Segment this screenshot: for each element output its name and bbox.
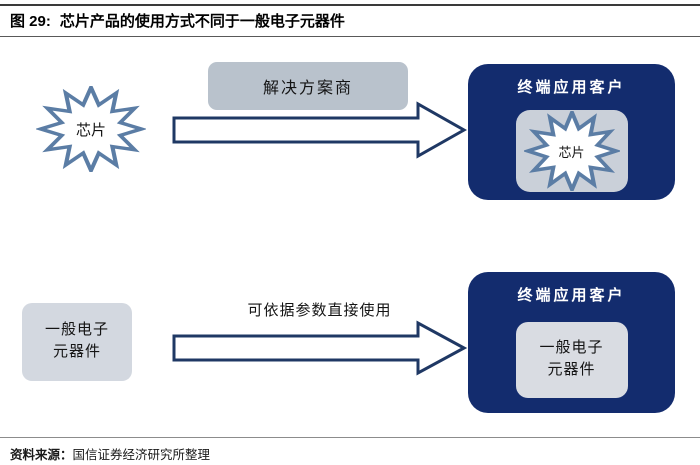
bottom-flow-arrow: [172, 320, 467, 376]
right-arrow-icon: [172, 101, 467, 159]
customer-inner-panel-bottom: 一般电子 元器件: [515, 322, 628, 398]
top-flow-arrow: [172, 100, 467, 160]
customer-inner-panel-top: 芯片: [515, 110, 628, 192]
general-component-box: 一般电子 元器件: [22, 303, 132, 381]
figure-number-label: 图 29:: [10, 13, 51, 30]
starburst-shape: [523, 111, 620, 191]
end-customer-title-bottom: 终端应用客户: [517, 288, 626, 304]
chip-label: 芯片: [75, 122, 106, 139]
figure-title: 图 29: 芯片产品的使用方式不同于一般电子元器件: [10, 10, 345, 31]
end-customer-title-top: 终端应用客户: [517, 80, 626, 96]
customer-inner-line1: 一般电子: [539, 340, 604, 357]
starburst-shape: [36, 86, 146, 172]
source-note: 资料来源：国信证券经济研究所整理: [10, 444, 210, 463]
general-component-line1: 一般电子: [44, 322, 109, 339]
end-customer-box-bottom: 终端应用客户 一般电子 元器件: [468, 272, 675, 413]
bottom-arrow-label: 可依据参数直接使用: [247, 303, 392, 319]
source-text: 国信证券经济研究所整理: [72, 448, 211, 462]
top-rule: [0, 4, 700, 6]
right-arrow-icon: [172, 320, 467, 376]
chip-label-inner: 芯片: [558, 144, 585, 160]
end-customer-box-top: 终端应用客户 芯片: [468, 64, 675, 200]
source-label: 资料来源：: [10, 448, 73, 462]
customer-inner-line2: 元器件: [547, 362, 596, 378]
title-underline-rule: [0, 36, 700, 37]
footer-rule: [0, 437, 700, 438]
general-component-line2: 元器件: [52, 344, 101, 360]
figure-title-text: 芯片产品的使用方式不同于一般电子元器件: [59, 14, 345, 30]
chip-starburst: 芯片: [36, 86, 146, 172]
solution-provider-box: 解决方案商: [208, 62, 408, 110]
chip-starburst-inner: 芯片: [523, 111, 620, 191]
